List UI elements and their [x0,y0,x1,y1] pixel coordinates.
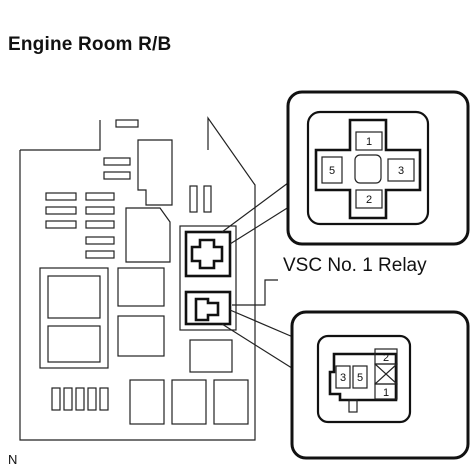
top-pin-2: 2 [366,194,372,206]
relay-sockets [39,139,249,425]
corner-mark: N [8,452,18,467]
relay-block-outline [19,116,256,441]
label-leader-line [232,279,278,306]
bottom-pin-5: 5 [357,372,363,384]
relay-callout-label: VSC No. 1 Relay [283,255,427,276]
highlighted-relay-area [179,225,237,331]
top-pin-1: 1 [366,136,372,148]
top-pin-3: 3 [398,165,404,177]
bottom-pin-3: 3 [340,372,346,384]
bottom-connector-callout: 3 5 2 1 [290,310,470,460]
callout-pointers [221,179,301,371]
fuse-slots [45,119,212,259]
top-connector-callout: 1 2 3 5 [286,90,470,246]
bottom-pin-2: 2 [383,352,389,364]
diagram-title: Engine Room R/B [8,34,172,55]
mini-fuse-row [51,387,109,411]
top-pin-5: 5 [329,165,335,177]
bottom-pin-1: 1 [383,387,389,399]
